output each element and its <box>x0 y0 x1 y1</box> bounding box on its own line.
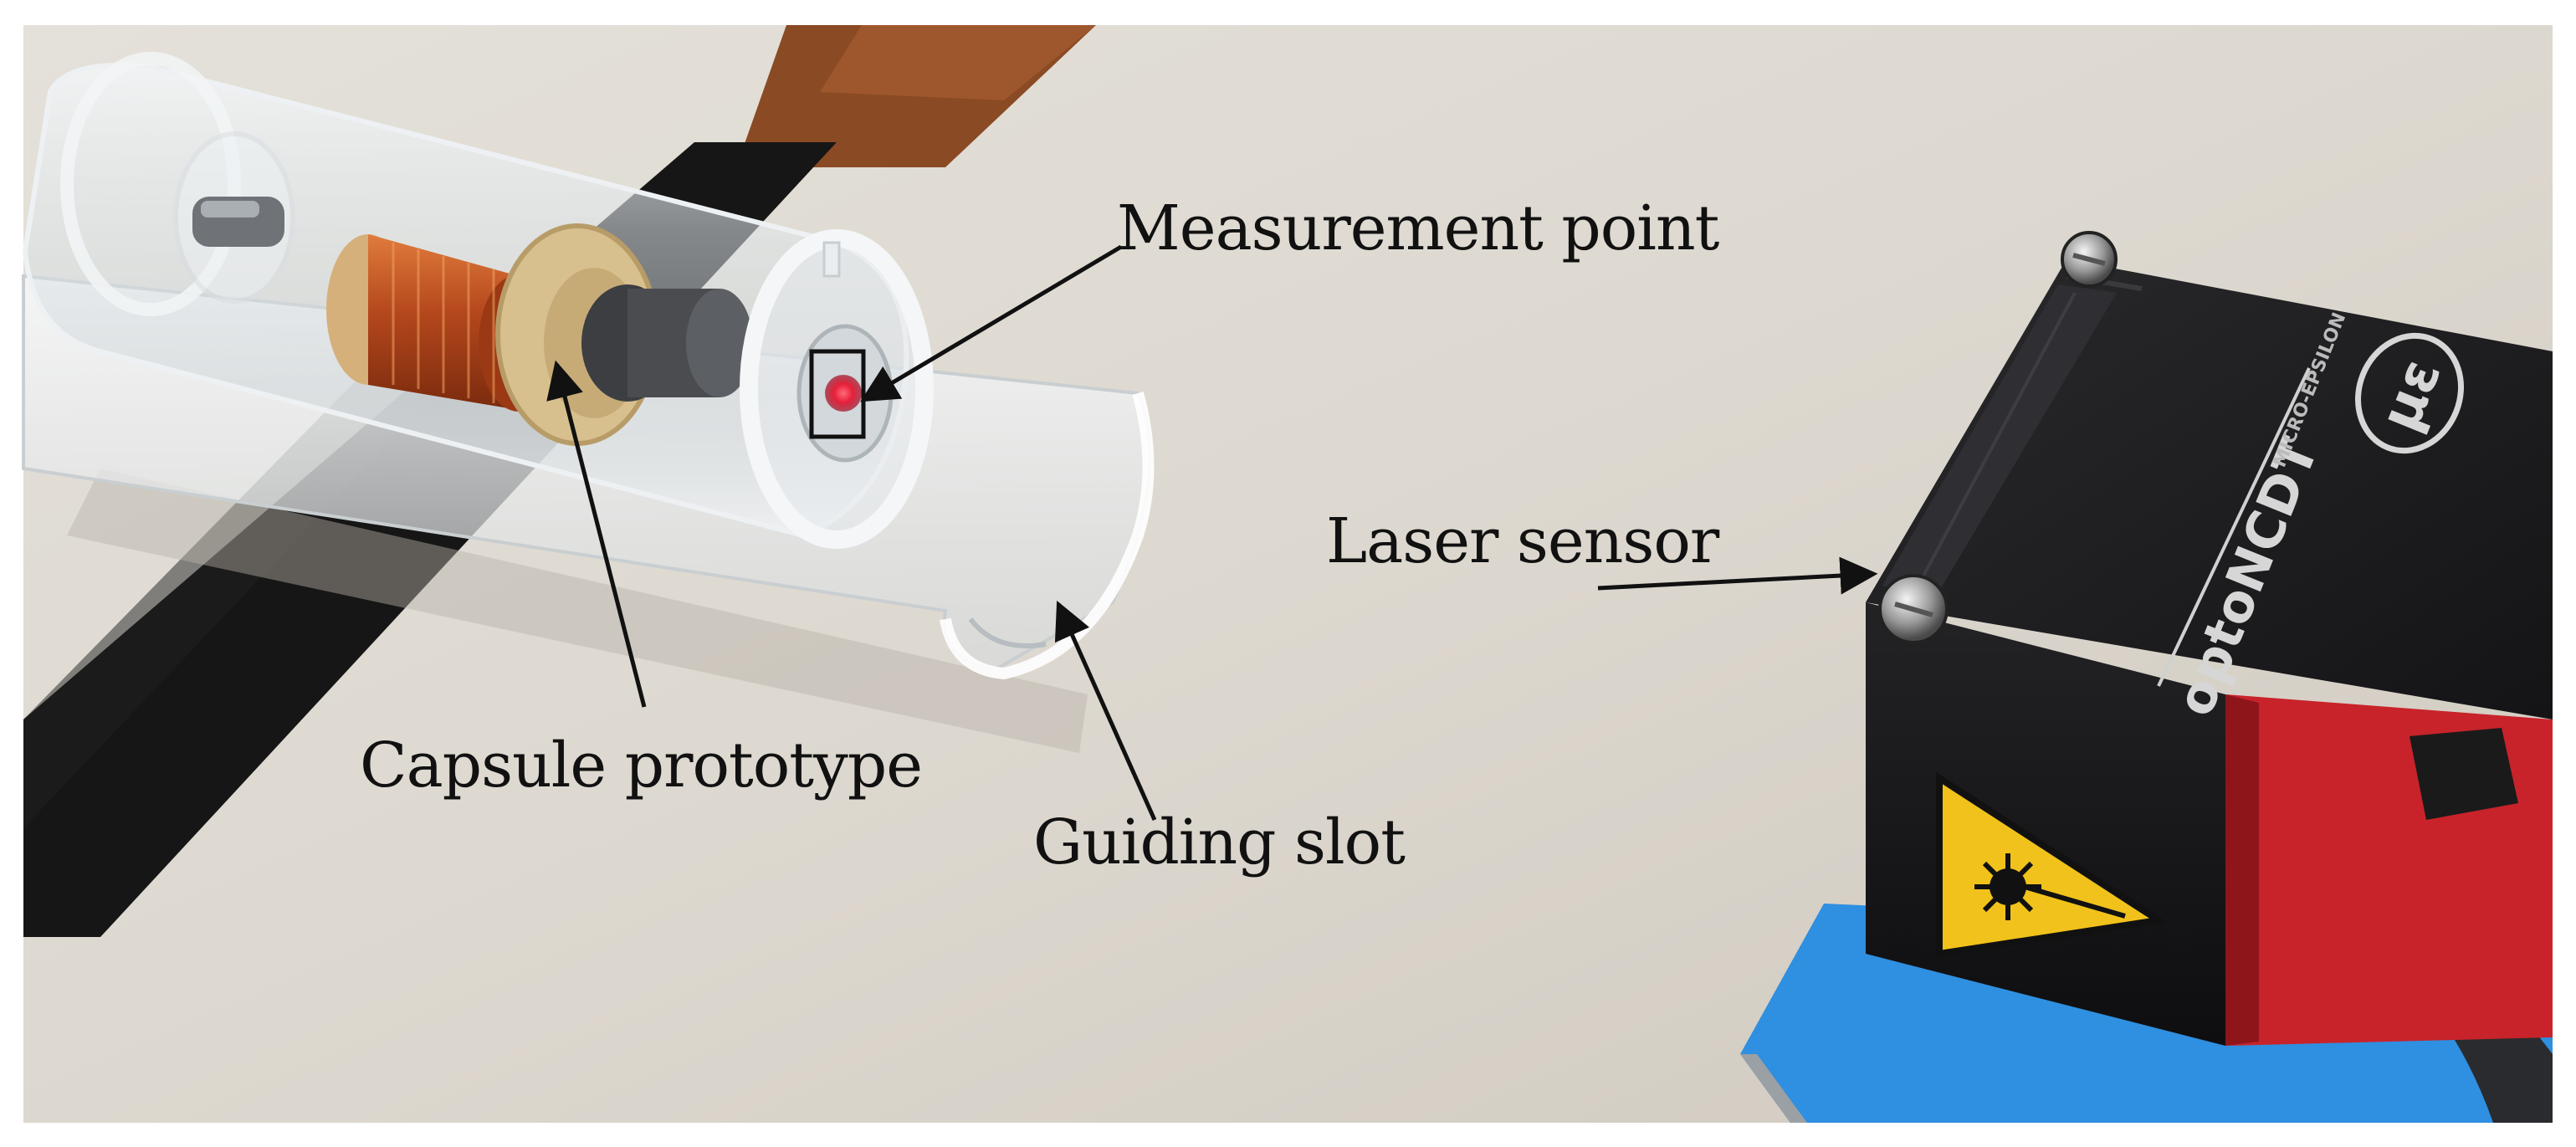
guiding-slot-end <box>940 392 1155 680</box>
arrow-icon <box>860 244 1123 402</box>
arrow-icon <box>1597 556 1878 595</box>
arrow-icon <box>1054 600 1157 822</box>
laser-dot <box>825 375 862 412</box>
label-capsule-prototype: Capsule prototype <box>360 730 923 801</box>
label-laser-sensor: Laser sensor <box>1326 505 1719 577</box>
laser-warning-icon <box>1936 771 2168 958</box>
laser-sensor: optoNCDT MICRO-EPSILON με <box>1740 231 2553 1123</box>
arrow-icon <box>546 360 647 708</box>
label-measurement-point: Measurement point <box>1117 192 1719 264</box>
label-guiding-slot: Guiding slot <box>1033 806 1406 878</box>
